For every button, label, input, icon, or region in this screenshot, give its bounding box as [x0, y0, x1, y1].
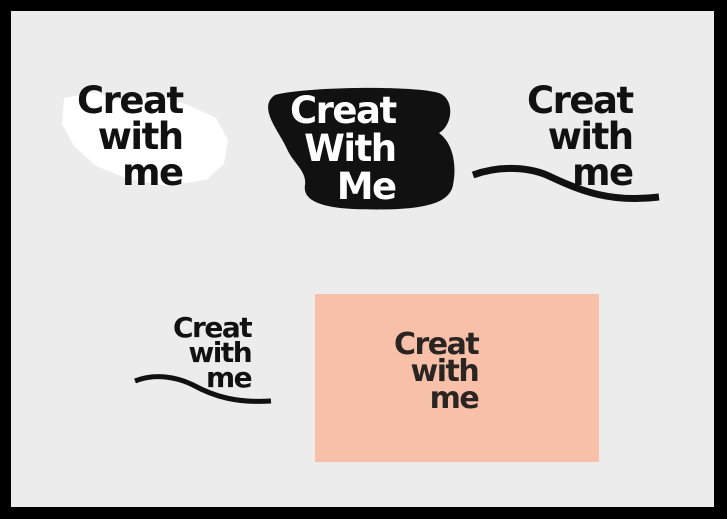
logo-line-3: Me: [336, 165, 397, 208]
logo-line-3: me: [122, 151, 184, 194]
black-blob-shape: [268, 87, 455, 210]
logo-sheet: Creat with me Creat With Me Creat with m…: [11, 11, 714, 507]
logo-wave-large: Creat with me: [527, 79, 634, 194]
wave-stroke-small: [134, 374, 272, 404]
logo-line-2: with: [410, 354, 480, 389]
logo-line-3: me: [429, 381, 480, 416]
logo-line-1: Creat: [77, 79, 184, 122]
logo-line-3: me: [205, 361, 253, 394]
wave-stroke-large: [471, 165, 660, 203]
logo-line-2: with: [188, 336, 252, 369]
logo-line-2: with: [547, 115, 634, 158]
logo-black-blob: Creat With Me: [290, 89, 397, 208]
logo-line-1: Creat: [394, 327, 480, 362]
logo-line-2: with: [97, 115, 184, 158]
peach-card: Creat with me: [315, 294, 599, 462]
logo-line-1: Creat: [290, 89, 397, 132]
logo-line-2: With: [304, 127, 397, 170]
white-splash-shape: [62, 92, 228, 186]
logo-line-3: me: [572, 151, 634, 194]
logo-line-1: Creat: [527, 79, 634, 122]
logo-peach-card: Creat with me: [394, 327, 480, 416]
logo-line-1: Creat: [173, 311, 253, 344]
logo-white-splash: Creat with me: [77, 79, 184, 194]
logo-wave-small: Creat with me: [173, 311, 253, 394]
